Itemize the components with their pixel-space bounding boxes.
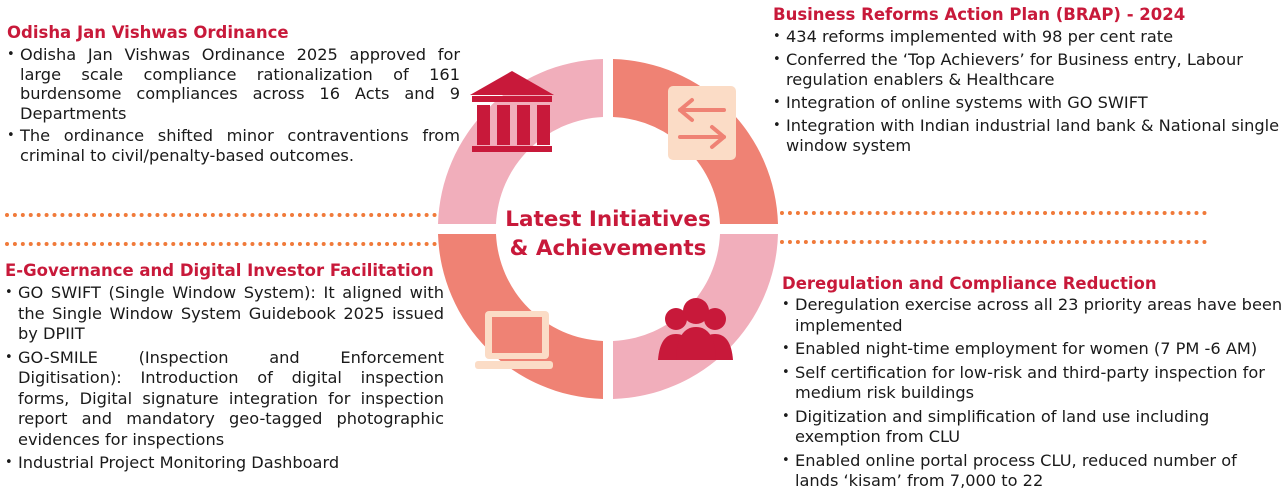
list-item: Digitization and simplification of land … [782, 407, 1284, 448]
diagram-center-title: Latest Initiatives & Achievements [500, 205, 716, 263]
brap-section-title: Business Reforms Action Plan (BRAP) - 20… [773, 5, 1186, 24]
government-building-icon [470, 71, 554, 152]
list-item: Self certification for low-risk and thir… [782, 363, 1284, 404]
list-item: GO SWIFT (Single Window System): It alig… [5, 283, 444, 345]
center-title-line-2: & Achievements [509, 236, 707, 261]
list-item: Conferred the ‘Top Achievers’ for Busine… [773, 50, 1281, 90]
people-group-icon [658, 298, 733, 360]
odisha-section-title: Odisha Jan Vishwas Ordinance [7, 23, 289, 42]
brap-list: 434 reforms implemented with 98 per cent… [773, 27, 1281, 159]
list-item: Enabled online portal process CLU, reduc… [782, 451, 1284, 492]
divider-right-2 [772, 240, 1207, 244]
list-item: Integration of online systems with GO SW… [773, 93, 1281, 113]
list-item: Enabled night-time employment for women … [782, 339, 1284, 360]
divider-left-1 [5, 213, 445, 217]
dereg-list: Deregulation exercise across all 23 prio… [782, 295, 1284, 495]
dereg-section-title: Deregulation and Compliance Reduction [782, 274, 1157, 293]
initiatives-cycle-diagram [438, 59, 778, 399]
egov-list: GO SWIFT (Single Window System): It alig… [5, 283, 444, 477]
laptop-icon [475, 311, 553, 369]
list-item: The ordinance shifted minor contraventio… [7, 126, 460, 165]
odisha-list: Odisha Jan Vishwas Ordinance 2025 approv… [7, 45, 460, 169]
divider-right-1 [772, 211, 1207, 215]
list-item: 434 reforms implemented with 98 per cent… [773, 27, 1281, 47]
list-item: Odisha Jan Vishwas Ordinance 2025 approv… [7, 45, 460, 123]
exchange-arrows-icon [668, 86, 736, 160]
list-item: Deregulation exercise across all 23 prio… [782, 295, 1284, 336]
divider-left-2 [5, 242, 445, 246]
center-title-line-1: Latest Initiatives [505, 207, 711, 232]
list-item: Industrial Project Monitoring Dashboard [5, 453, 444, 474]
egov-section-title: E-Governance and Digital Investor Facili… [5, 261, 434, 280]
list-item: Integration with Indian industrial land … [773, 116, 1281, 156]
list-item: GO-SMILE (Inspection and Enforcement Dig… [5, 348, 444, 451]
